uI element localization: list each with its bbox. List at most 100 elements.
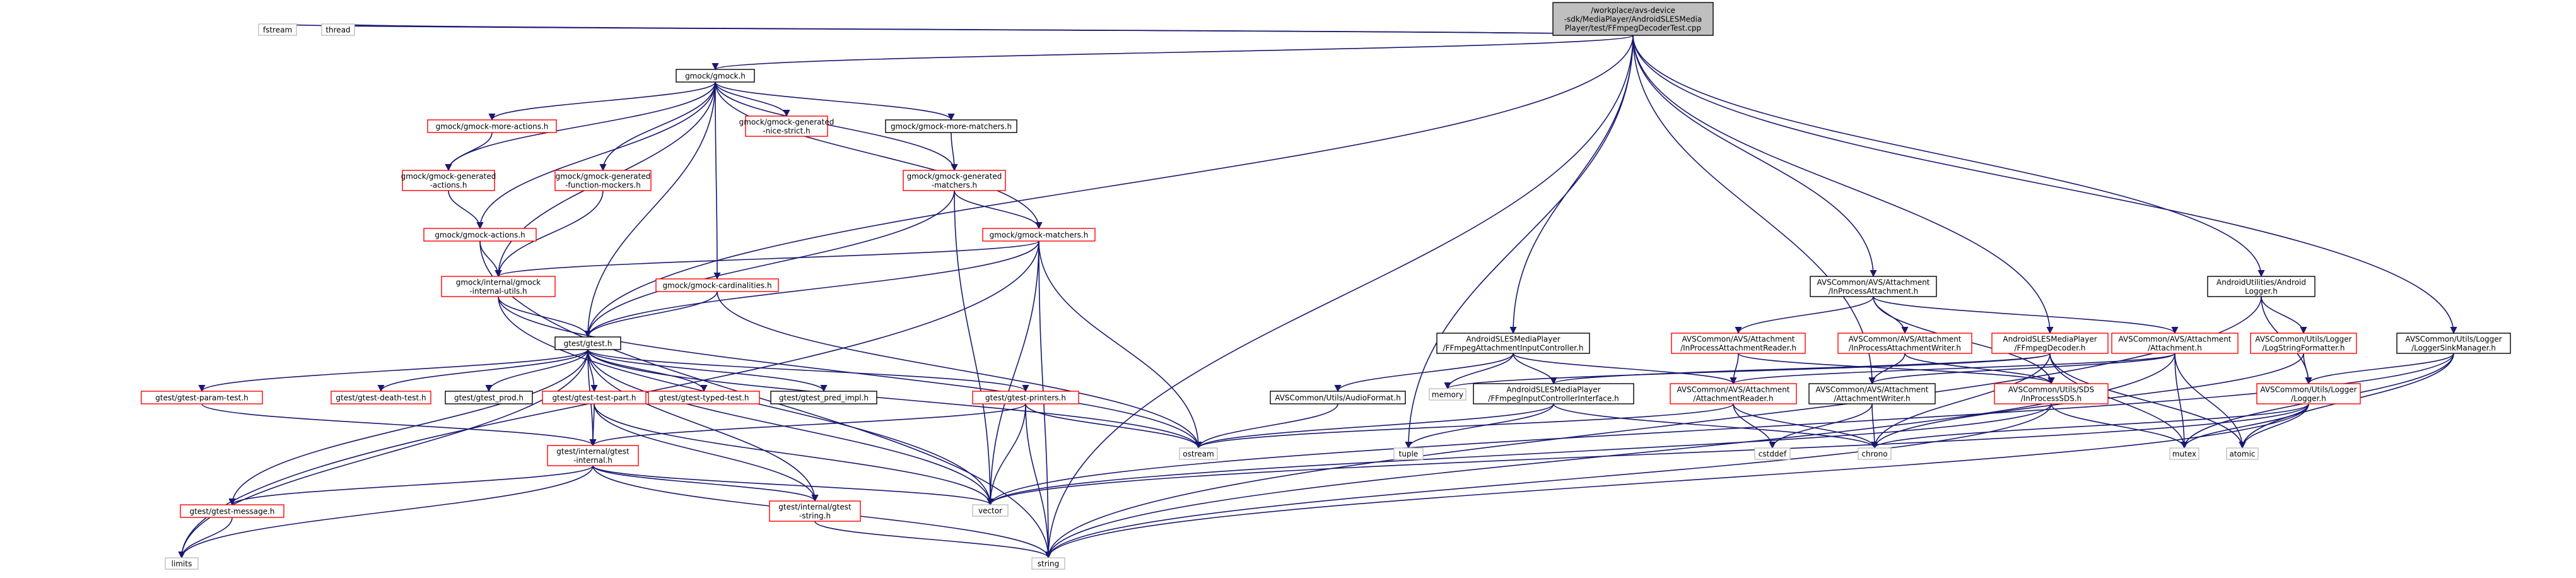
edge-ffdecoder-to-mutex [2049, 353, 2188, 449]
edge-gcard-to-ostream [717, 291, 1202, 449]
edge-ggen_matchers-to-gtest [584, 190, 955, 338]
node-ginternal[interactable]: gtest/internal/gtest-internal.h [547, 445, 639, 466]
node-gtest[interactable]: gtest/gtest.h [554, 336, 621, 350]
node-label-gmessage-line-0: gtest/gtest-message.h [189, 507, 274, 516]
node-label-fstream-line-0: fstream [263, 26, 292, 35]
node-ggen_actions[interactable]: gmock/gmock-generated-actions.h [401, 170, 496, 191]
node-logger[interactable]: AVSCommon/Utils/Logger/Logger.h [2256, 383, 2361, 404]
node-gmessage[interactable]: gtest/gtest-message.h [180, 504, 284, 518]
node-logstring[interactable]: AVSCommon/Utils/Logger/LogStringFormatte… [2250, 333, 2357, 354]
edge-sds-to-vector [986, 403, 2052, 506]
node-ipareader[interactable]: AVSCommon/AVS/Attachment/InProcessAttach… [1671, 333, 1806, 354]
edge-gtest-to-gdeath [377, 349, 588, 392]
edge-gmessage-to-limits [178, 517, 233, 559]
edge-logstring-to-logger [2303, 353, 2312, 385]
node-label-limits-line-0: limits [172, 560, 192, 569]
edge-ipawriter-to-sds [1904, 353, 2055, 385]
edge-ipareader-to-sds [1738, 353, 2055, 385]
node-ggen_func[interactable]: gmock/gmock-generated-function-mockers.h [554, 170, 652, 191]
edge-root-to-ffdecoder [1632, 35, 2054, 334]
node-box-limits [165, 557, 199, 570]
edge-root-to-attachwriter [1632, 35, 1876, 385]
node-label-gmore_actions-line-0: gmock/gmock-more-actions.h [436, 122, 549, 131]
node-label-ostream-line-0: ostream [1183, 450, 1214, 459]
node-label-ginternal-line-1: -internal.h [573, 456, 612, 465]
node-gdeath[interactable]: gtest/gtest-death-test.h [331, 391, 431, 404]
edge-gmatchers-to-vector [986, 240, 1039, 506]
node-ffattach[interactable]: AndroidSLESMediaPlayer/FFmpegAttachmentI… [1436, 333, 1590, 354]
node-vector: vector [972, 504, 1009, 517]
node-box-logstring [2250, 333, 2357, 354]
node-box-ipareader [1671, 333, 1806, 354]
node-gpredimpl[interactable]: gtest/gtest_pred_impl.h [770, 391, 877, 404]
node-gtestpart[interactable]: gtest/gtest-test-part.h [542, 391, 647, 404]
node-ffinputif[interactable]: AndroidSLESMediaPlayer/FFmpegInputContro… [1473, 383, 1634, 404]
edge-gmock-to-gactions [476, 81, 716, 230]
node-gmore_matchers[interactable]: gmock/gmock-more-matchers.h [885, 119, 1017, 133]
edge-gstring-to-string [814, 521, 1052, 559]
node-gcard[interactable]: gmock/gmock-cardinalities.h [655, 278, 779, 292]
node-gstring[interactable]: gtest/internal/gtest-string.h [769, 500, 861, 522]
node-atomic: atomic [2226, 447, 2259, 460]
node-ffdecoder[interactable]: AndroidSLESMediaPlayer/FFmpegDecoder.h [1991, 333, 2109, 354]
node-ginternal_utils[interactable]: gmock/internal/gmock-internal-utils.h [441, 276, 556, 297]
edge-ginternal_utils-to-gtest [498, 296, 592, 338]
node-label-ggen_actions-line-1: -actions.h [430, 181, 467, 190]
node-box-cstddef [1754, 447, 1791, 460]
edge-gmock-to-gmore_actions [488, 81, 716, 121]
node-attachment[interactable]: AVSCommon/AVS/Attachment/Attachment.h [2111, 333, 2239, 354]
node-label-loggersink-line-1: /LoggerSinkManager.h [2411, 344, 2496, 353]
node-label-gmatchers-line-0: gmock/gmock-matchers.h [990, 231, 1089, 240]
node-loggersink[interactable]: AVSCommon/Utils/Logger/LoggerSinkManager… [2396, 333, 2511, 354]
edge-gmatchers-to-ginternal_utils [495, 240, 1039, 278]
edge-attachment-to-attachwriter [1868, 353, 2175, 385]
edge-ffinputif-to-ostream [1195, 403, 1554, 449]
node-box-ffattach [1436, 333, 1590, 354]
node-label-thread-line-0: thread [325, 26, 350, 35]
node-box-string [1031, 557, 1065, 570]
edge-ffattach-to-audioformat [1334, 353, 1514, 392]
edge-ginternal-to-limits [178, 465, 594, 559]
node-box-gmore_matchers [885, 119, 1017, 133]
node-audioformat[interactable]: AVSCommon/Utils/AudioFormat.h [1270, 391, 1406, 404]
node-label-root-line-1: -sdk/MediaPlayer/AndroidSLESMedia [1564, 15, 1702, 24]
node-box-chrono [1858, 447, 1892, 460]
edge-ffinputif-to-chrono [1553, 403, 1878, 449]
edge-attachment-to-attachreader [1730, 353, 2175, 385]
node-ggen_nice[interactable]: gmock/gmock-generated-nice-strict.h [739, 115, 834, 137]
node-gparam[interactable]: gtest/gtest-param-test.h [141, 391, 263, 404]
node-root[interactable]: /workplace/avs-device-sdk/MediaPlayer/An… [1552, 2, 1714, 36]
node-ipawriter[interactable]: AVSCommon/AVS/Attachment/InProcessAttach… [1837, 333, 1972, 354]
node-box-ggen_func [554, 170, 652, 191]
node-ggen_matchers[interactable]: gmock/gmock-generated-matchers.h [903, 170, 1006, 191]
node-box-gmock [676, 69, 755, 83]
node-label-audioformat-line-0: AVSCommon/Utils/AudioFormat.h [1275, 394, 1401, 403]
node-label-androidlogger-line-0: AndroidUtilities/Android [2216, 278, 2306, 287]
node-box-audioformat [1270, 391, 1406, 404]
node-box-ggen_actions [402, 170, 495, 191]
node-label-ffattach-line-1: /FFmpegAttachmentInputController.h [1443, 344, 1584, 353]
node-gmore_actions[interactable]: gmock/gmock-more-actions.h [427, 119, 557, 133]
node-sds[interactable]: AVSCommon/Utils/SDS/InProcessSDS.h [1994, 383, 2109, 404]
node-gmatchers[interactable]: gmock/gmock-matchers.h [982, 228, 1096, 242]
node-box-gtest [554, 336, 621, 350]
node-box-fstream [258, 23, 297, 36]
node-label-attachreader-line-0: AVSCommon/AVS/Attachment [1677, 386, 1789, 394]
node-mutex: mutex [2169, 447, 2199, 460]
node-box-vector [972, 504, 1009, 517]
node-box-atomic [2226, 447, 2259, 460]
node-box-gmatchers [982, 228, 1096, 242]
node-attachwriter[interactable]: AVSCommon/AVS/Attachment/AttachmentWrite… [1808, 383, 1936, 404]
edge-gmatchers-to-ostream [1038, 240, 1202, 449]
node-attachreader[interactable]: AVSCommon/AVS/Attachment/AttachmentReade… [1670, 383, 1797, 404]
node-gprinters[interactable]: gtest/gtest-printers.h [972, 391, 1079, 404]
edge-root-to-ffattach [1509, 35, 1634, 334]
node-inprocattach[interactable]: AVSCommon/AVS/Attachment/InProcessAttach… [1810, 276, 1937, 297]
node-gtyped[interactable]: gtest/gtest-typed-test.h [648, 391, 760, 404]
edge-gtestpart-to-ginternal [589, 403, 597, 447]
node-gmock[interactable]: gmock/gmock.h [676, 69, 755, 83]
node-gprod[interactable]: gtest/gtest_prod.h [445, 391, 533, 404]
edge-ffinputif-to-tuple [1405, 403, 1554, 449]
node-gactions[interactable]: gmock/gmock-actions.h [423, 228, 537, 242]
